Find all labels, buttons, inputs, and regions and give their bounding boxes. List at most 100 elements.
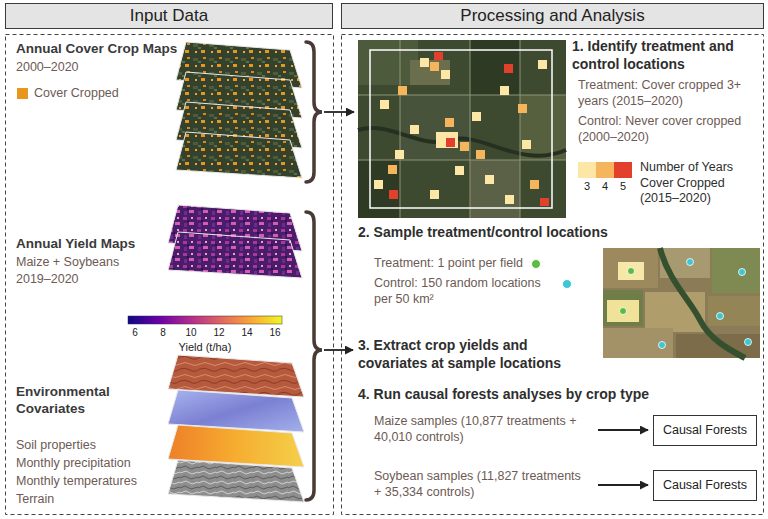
legend-title: Number of Years Cover Cropped (2015–2020…: [640, 160, 755, 207]
sample-map-image: [745, 339, 752, 346]
treatment-map-image: [410, 125, 419, 134]
tick-label: 12: [209, 327, 229, 340]
process-box: Causal Forests: [653, 415, 757, 446]
map-heading: Annual Cover Crop Maps: [16, 41, 186, 58]
treatment-map-image: [470, 160, 520, 218]
treatment-map-image: [374, 52, 549, 206]
sample-map-image: [603, 248, 760, 358]
treatment-map-image: [430, 190, 439, 199]
sample-map-image: [712, 248, 760, 293]
treatment-map-image: [476, 150, 485, 159]
cover-crop-map-layers: [176, 42, 302, 178]
dashed-panel: [342, 35, 764, 515]
step-heading: 1. Identify treatment and control locati…: [572, 38, 762, 73]
treatment-map-image: [388, 165, 397, 174]
sample-map-image: [618, 262, 644, 280]
sample-map-image: [676, 334, 760, 358]
box-label: Causal Forests: [663, 423, 747, 438]
treatment-map-image: [446, 138, 455, 147]
legend-swatch: [17, 88, 28, 99]
treatment-map-image: [358, 40, 566, 218]
treatment-map-image: [455, 166, 464, 175]
treatment-map-image: [530, 180, 539, 189]
treatment-map-image: [398, 86, 407, 95]
treatment-map-image: [520, 40, 521, 218]
map-subtitle: 2019–2020: [16, 272, 166, 288]
map-heading: Annual Yield Maps: [16, 236, 166, 253]
treatment-map-image: [370, 50, 552, 208]
map-heading: Environmental Covariates: [16, 384, 141, 418]
treatment-map-image: [518, 104, 527, 113]
cover-crop-map-layers: [176, 132, 302, 178]
treatment-map-image: [470, 40, 471, 218]
treatment-map-image: [400, 40, 401, 218]
treatment-map-image: [395, 150, 404, 159]
sample-map-image: [603, 328, 673, 358]
covariate-layers: [168, 355, 304, 502]
treatment-map-image: [374, 180, 383, 189]
tick-label: 6: [125, 327, 145, 340]
treatment-map-image: [504, 64, 513, 73]
treatment-map-image: [358, 40, 566, 218]
treatment-map-image: [505, 195, 514, 204]
flow-arrow: [324, 349, 353, 351]
tick-label: 10: [181, 327, 201, 340]
map-subtitle: Maize + Soybeans: [16, 255, 166, 271]
treatment-map-image: [540, 198, 549, 206]
legend-text: 5: [620, 180, 626, 193]
treatment-map-image: [460, 142, 469, 151]
treatment-map-image: [538, 60, 547, 69]
sample-map-image: [620, 308, 627, 315]
layer-label: Monthly temperatures: [16, 474, 151, 490]
treatment-map-image: [410, 60, 450, 85]
treatment-map-image: [358, 160, 400, 218]
sample-map-image: [603, 248, 658, 288]
treatment-map-image: [358, 40, 566, 218]
sample-map-image: [739, 269, 746, 276]
layer-label: Monthly precipitation: [16, 456, 151, 472]
treatment-map-image: [485, 175, 494, 184]
legend-text: Control: 150 random locations per 50 km²: [374, 276, 554, 307]
treatment-map-image: [430, 62, 439, 71]
legend-swatch: [578, 162, 596, 178]
treatment-map-image: [436, 132, 458, 148]
covariate-layers: [168, 460, 304, 502]
legend-item: Control: 150 random locations per 50 km²: [374, 276, 572, 307]
dashed-panel: [6, 35, 334, 515]
step-note: Control: Never cover cropped (2000–2020): [578, 114, 758, 145]
sample-map-image: [687, 259, 694, 266]
treatment-map-image: [389, 190, 398, 199]
dashed-panel: [6, 35, 764, 515]
legend-swatch: [614, 162, 632, 178]
yield-colorbar: [128, 316, 282, 324]
legend-dot: [531, 259, 541, 269]
sample-map-image: [659, 342, 666, 349]
treatment-map-image: [472, 112, 481, 121]
legend-item: 5: [614, 162, 632, 193]
layer-label: Soil properties: [16, 438, 151, 454]
step-note: Treatment: Cover cropped 3+ years (2015–…: [578, 78, 758, 109]
treatment-map-image: [434, 52, 443, 60]
sample-count: Maize samples (10,877 treatments + 40,01…: [374, 414, 589, 445]
step-heading: 4. Run causal forests analyses by crop t…: [358, 386, 758, 404]
panel-header: Processing and Analysis: [341, 3, 764, 29]
legend-swatch: [596, 162, 614, 178]
treatment-map-image: [441, 70, 450, 79]
legend-item: 4: [596, 162, 614, 193]
treatment-map-image: [380, 100, 389, 109]
flow-arrow: [598, 484, 648, 486]
box-label: Input Data: [130, 6, 208, 26]
step-heading: 2. Sample treatment/control locations: [358, 224, 758, 242]
treatment-map-image: [420, 58, 429, 67]
flow-arrow: [324, 112, 648, 485]
box-label: Causal Forests: [663, 478, 747, 493]
treatment-map-image: [358, 128, 566, 156]
sample-map-image: [708, 296, 760, 326]
yield-map-layers: [168, 205, 302, 278]
curly-brace: [306, 42, 322, 182]
legend-item: Cover Cropped: [17, 86, 119, 102]
process-box: Causal Forests: [653, 470, 757, 501]
treatment-map-image: [470, 40, 520, 95]
map-subtitle: 2000–2020: [16, 60, 136, 76]
